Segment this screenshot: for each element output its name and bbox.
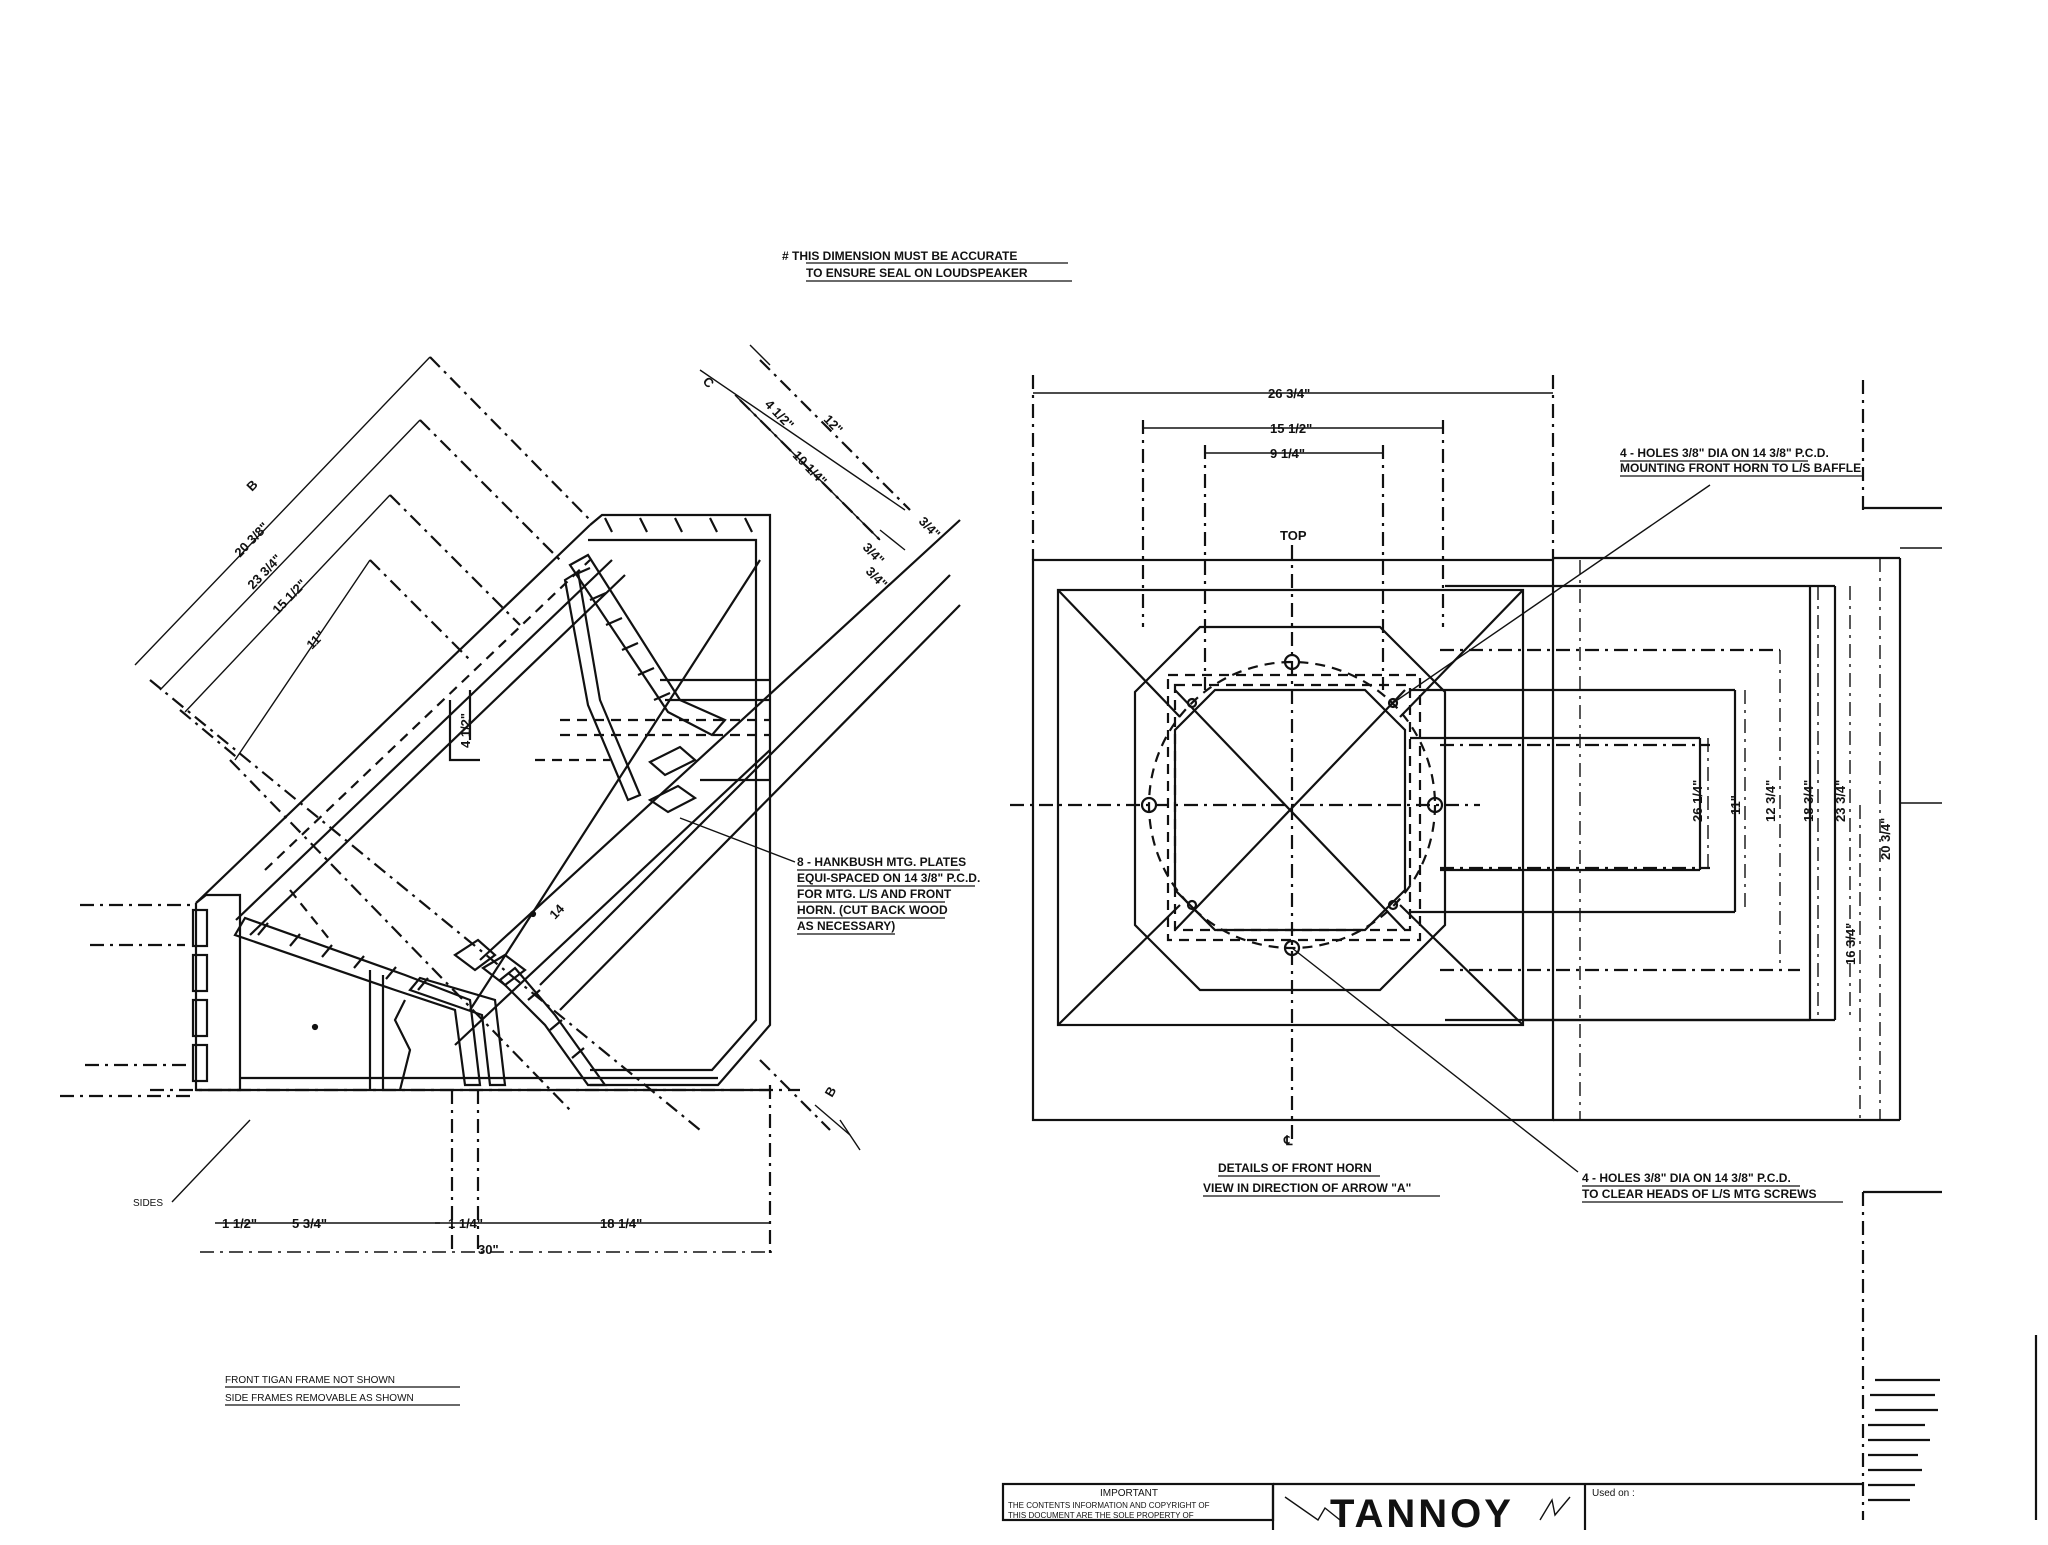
- dim-15-1-2-top: 15 1/2": [1270, 421, 1312, 436]
- top-label: TOP: [1280, 528, 1307, 543]
- baffle-outline: [1031, 558, 1555, 1122]
- title-block: IMPORTANT THE CONTENTS INFORMATION AND C…: [1001, 1378, 1940, 1536]
- callout-line1: 8 - HANKBUSH MTG. PLATES: [797, 855, 966, 869]
- important-line1: THE CONTENTS INFORMATION AND COPYRIGHT O…: [1008, 1501, 1210, 1510]
- important-line2: THIS DOCUMENT ARE THE SOLE PROPERTY OF: [1008, 1511, 1194, 1520]
- callout-line5: AS NECESSARY): [797, 919, 895, 933]
- dim-3-4-a: 3/4": [916, 514, 944, 542]
- note-front-frame: FRONT TIGAN FRAME NOT SHOWN: [225, 1375, 395, 1386]
- dim-11-right: 11": [1728, 795, 1743, 815]
- callout-line2: EQUI-SPACED ON 14 3/8" P.C.D.: [797, 871, 980, 885]
- dim-16-3-4: 16 3/4": [1843, 923, 1858, 965]
- dim-9-1-4: 9 1/4": [1270, 446, 1305, 461]
- used-on-label: Used on :: [1592, 1488, 1635, 1499]
- header-note-line1: # THIS DIMENSION MUST BE ACCURATE: [782, 249, 1017, 263]
- dim-C: C: [700, 374, 718, 392]
- dim-11: 11": [303, 627, 328, 652]
- dim-23-3-4: 23 3/4": [244, 551, 284, 592]
- dim-14: 14: [546, 901, 567, 922]
- callout-top-line1: 4 - HOLES 3/8" DIA ON 14 3/8" P.C.D.: [1620, 446, 1829, 460]
- hatching: [257, 517, 753, 1059]
- cabinet-left-box: [194, 893, 242, 1092]
- callout-top-line2: MOUNTING FRONT HORN TO L/S BAFFLE: [1620, 461, 1861, 475]
- section-view: B 20 3/8" 23 3/4" 15 1/2" 11" 4 1/2" 14 …: [60, 344, 980, 1406]
- callout-line3: FOR MTG. L/S AND FRONT: [797, 887, 952, 901]
- tannoy-logo: TANNOY: [1330, 1492, 1514, 1536]
- callout-bottom-line1: 4 - HOLES 3/8" DIA ON 14 3/8" P.C.D.: [1582, 1171, 1791, 1185]
- horn-mid-wall: [408, 976, 507, 1087]
- dim-1-1-2: 1 1/2": [222, 1216, 257, 1231]
- dim-30: 30": [478, 1242, 499, 1257]
- dim-15-1-2: 15 1/2": [269, 576, 309, 617]
- revision-block: [1868, 1378, 1940, 1502]
- dim-4-1-2: 4 1/2": [458, 713, 473, 748]
- dim-12: 12": [821, 412, 846, 437]
- mounting-plates-callout: 8 - HANKBUSH MTG. PLATES EQUI-SPACED ON …: [797, 855, 980, 935]
- dim-10-1-4: 10 1/4": [790, 448, 830, 489]
- holes-callout-top: 4 - HOLES 3/8" DIA ON 14 3/8" P.C.D. MOU…: [1620, 446, 1862, 477]
- dim-23-3-4-right: 23 3/4": [1833, 780, 1848, 822]
- front-horn-caption: DETAILS OF FRONT HORN VIEW IN DIRECTION …: [1203, 1161, 1440, 1197]
- caption-line1: DETAILS OF FRONT HORN: [1218, 1161, 1372, 1175]
- horn-right-wall: [498, 966, 608, 1087]
- front-horn-view: 26 3/4" 15 1/2" 9 1/4" TOP ℄ 26 1/4" 11"…: [1010, 375, 2038, 1520]
- dim-B: B: [243, 477, 260, 494]
- holes-callout-bottom: 4 - HOLES 3/8" DIA ON 14 3/8" P.C.D. TO …: [1582, 1171, 1843, 1203]
- dim-20-3-4: 20 3/4": [1878, 818, 1893, 860]
- section-mark-B: B: [822, 1084, 840, 1100]
- dim-12-3-4: 12 3/4": [1763, 780, 1778, 822]
- callout-line4: HORN. (CUT BACK WOOD: [797, 903, 948, 917]
- horn-upper-wall: [568, 553, 727, 737]
- note-side-frames: SIDE FRAMES REMOVABLE AS SHOWN: [225, 1393, 414, 1404]
- horn-mouth-outer: [1133, 625, 1447, 992]
- header-note: # THIS DIMENSION MUST BE ACCURATE TO ENS…: [782, 249, 1072, 282]
- dim-1-1-4: 1 1/4": [448, 1216, 483, 1231]
- sides-label: SIDES: [133, 1198, 163, 1209]
- horn-inner-wall: [563, 570, 642, 802]
- callout-bottom-line2: TO CLEAR HEADS OF L/S MTG SCREWS: [1582, 1187, 1816, 1201]
- dim-5-3-4: 5 3/4": [292, 1216, 327, 1231]
- dim-18-3-4: 18 3/4": [1801, 780, 1816, 822]
- dim-18-1-4: 18 1/4": [600, 1216, 642, 1231]
- dim-26-1-4: 26 1/4": [1690, 780, 1705, 822]
- centerline-mark: ℄: [1283, 1133, 1293, 1148]
- cabinet-outline: [589, 513, 772, 1087]
- dim-20-3-8: 20 3/8": [231, 519, 271, 560]
- caption-line2: VIEW IN DIRECTION OF ARROW "A": [1203, 1181, 1411, 1195]
- important-heading: IMPORTANT: [1100, 1488, 1158, 1499]
- header-note-line2: TO ENSURE SEAL ON LOUDSPEAKER: [806, 266, 1028, 280]
- dim-26-3-4: 26 3/4": [1268, 386, 1310, 401]
